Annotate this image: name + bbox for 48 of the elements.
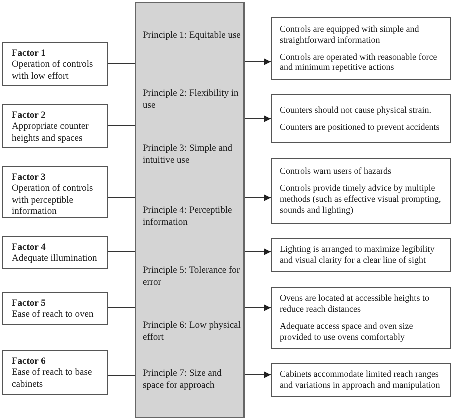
connector-arrow	[244, 58, 272, 66]
principle-text: Principle 5: Tolerance for error	[143, 266, 242, 290]
guideline-text: Adequate access space and oven size provided to use ovens comfortably	[280, 321, 414, 343]
connector-arrow	[244, 304, 272, 312]
guideline-text: Controls are operated with reasonable force and minimum repetitive actions	[280, 52, 438, 74]
factor-box	[2, 166, 108, 218]
factor-title: Factor 4	[12, 243, 47, 254]
factor-description: Ease of reach to base cabinets	[12, 368, 94, 392]
guideline-text: Controls provide timely advice by multiple methods (such as effective visual prompting, sounds and lighting)	[280, 183, 442, 216]
factor-box	[2, 104, 108, 148]
guideline-text: Controls are equipped with simple and straightforward information	[280, 24, 420, 46]
factor-description: Operation of controls with perceptible information	[12, 184, 94, 219]
factor-title: Factor 5	[12, 299, 47, 310]
guideline-text: Counters are positioned to prevent accidents	[280, 122, 441, 132]
factor-box	[2, 42, 108, 86]
factor-title: Factor 3	[12, 173, 47, 184]
principles-panel	[135, 2, 245, 418]
factor-title: Factor 1	[12, 49, 47, 60]
factor-box	[2, 292, 108, 325]
guideline-box	[271, 94, 451, 143]
guideline-text: Cabinets accommodate limited reach ranges and variations in approach and manipulation	[280, 369, 442, 391]
factor-title: Factor 6	[12, 357, 47, 368]
connector-arrow	[244, 248, 272, 256]
principle-text: Principle 1: Equitable use	[143, 31, 242, 43]
guideline-text: Controls warn users of hazards	[280, 166, 392, 178]
principle-text: Principle 4: Perceptible information	[143, 206, 234, 230]
guideline-box	[271, 287, 451, 349]
guideline-box	[271, 158, 451, 224]
principle-text: Principle 6: Low physical effort	[143, 321, 242, 345]
factor-description: Appropriate counter heights and spaces	[12, 122, 90, 146]
factor-description: Ease of reach to oven	[12, 310, 95, 322]
connector-arrow	[244, 194, 272, 202]
guideline-text: Counters should not cause physical strain.	[280, 104, 432, 116]
principle-text: Principle 7: Size and space for approach	[143, 369, 223, 393]
principle-text: Principle 2: Flexibility in use	[143, 89, 240, 113]
factor-description: Operation of controls with low effort	[12, 60, 94, 84]
guideline-box	[271, 363, 451, 397]
guideline-text: Lighting is arranged to maximize legibility and visual clarity for a clear line of sight	[280, 244, 436, 266]
connector-arrow	[244, 372, 272, 378]
connector-arrow	[244, 116, 272, 122]
factor-description: Adequate illumination	[12, 254, 98, 266]
principle-text: Principle 3: Simple and intuitive use	[143, 144, 234, 168]
factor-box	[2, 350, 108, 395]
factor-title: Factor 2	[12, 111, 47, 122]
guideline-box	[271, 17, 451, 80]
guideline-box	[271, 238, 451, 272]
guideline-text: Ovens are located at accessible heights to reduce reach distances	[280, 293, 430, 315]
factor-box	[2, 236, 108, 269]
